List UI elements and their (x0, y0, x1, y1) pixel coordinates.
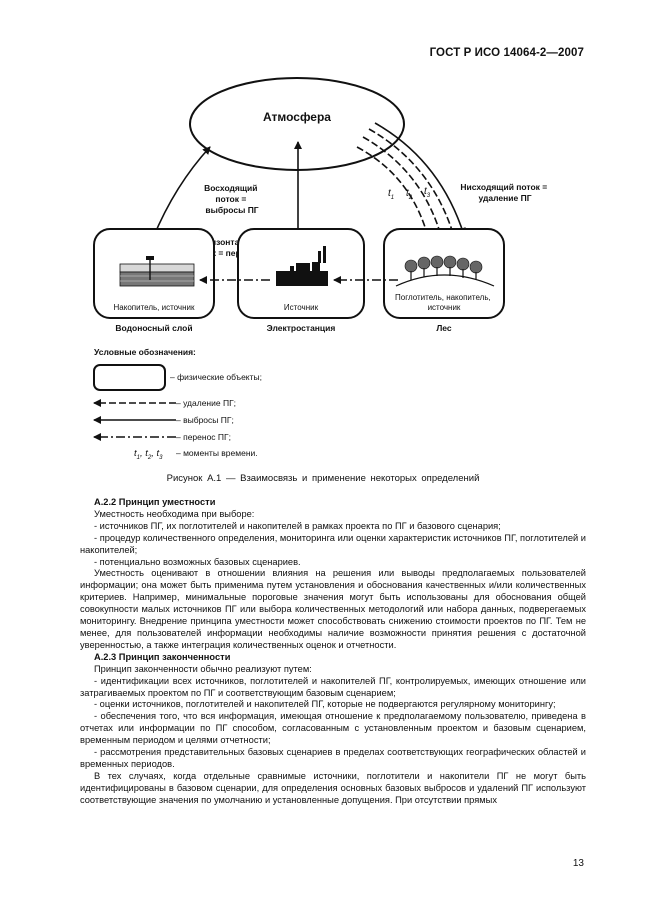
paragraph: - оценки источников, поглотителей и нако… (94, 699, 556, 710)
paragraph: Принцип законченности обычно реализуют п… (94, 663, 312, 674)
emission-arrow-left (152, 146, 211, 239)
up-flow-label: Восходящий поток = выбросы ПГ (204, 183, 260, 215)
paragraph: - потенциально возможных базовых сценари… (94, 556, 301, 567)
box-forest-label: Поглотитель, накопитель, источник (395, 293, 493, 312)
legend-removal-label: – удаление ПГ; (176, 398, 236, 408)
box-aquifer-label: Накопитель, источник (114, 303, 195, 312)
figure-diagram: Атмосфера Восходящий поток = выбросы ПГ … (93, 77, 549, 461)
box-forest (383, 228, 505, 319)
box-aquifer-caption: Водоносный слой (115, 323, 192, 333)
document-header: ГОСТ Р ИСО 14064-2—2007 (429, 47, 584, 59)
horizontal-flow-label: Горизонтальный поток = перенос ПГ (192, 237, 273, 258)
paragraph: - идентификации всех источников, поглоти… (80, 675, 586, 698)
paragraph: - источников ПГ, их поглотителей и накоп… (94, 520, 501, 531)
legend-time-symbols: t1, t2, t3 (134, 448, 163, 461)
page-number: 13 (572, 858, 584, 869)
paragraph: Уместность необходима при выборе: (94, 508, 255, 519)
section-heading: А.2.3 Принцип законченности (94, 651, 231, 662)
legend-transfer-label: – перенос ПГ; (176, 432, 231, 442)
aquifer-icon (119, 256, 195, 287)
emission-arrow-right (374, 122, 466, 236)
box-forest-caption: Лес (436, 323, 452, 333)
removal-arrow-2 (362, 136, 446, 244)
box-power-plant-caption: Электростанция (267, 323, 336, 333)
legend-emission-label: – выбросы ПГ; (176, 415, 234, 425)
section-heading: А.2.2 Принцип уместности (94, 497, 216, 507)
removal-arrow-3 (368, 128, 457, 241)
figure-caption: Рисунок А.1 — Взаимосвязь и применение н… (166, 473, 480, 484)
power-plant-icon (276, 246, 328, 286)
time-labels: t1 t2 t3 (388, 186, 431, 202)
paragraph: - рассмотрения представительных базовых … (80, 747, 586, 769)
legend-time-label: – моменты времени. (176, 448, 258, 458)
paragraph: - процедур количественного определения, … (80, 532, 586, 555)
atmosphere-ellipse (189, 77, 405, 171)
paragraph: Уместность оценивают в отношении влияния… (80, 568, 586, 650)
legend-physical-swatch (93, 364, 166, 391)
legend-title: Условные обозначения: (94, 347, 196, 357)
paragraph: - обеспечения того, что вся информация, … (80, 711, 586, 746)
legend-physical-label: – физические объекты; (170, 372, 262, 382)
down-flow-label: Нисходящий поток = удаление ПГ (460, 182, 549, 203)
paragraph: В тех случаях, когда отдельные сравнимые… (80, 770, 586, 805)
body-text: А.2.2 Принцип уместности Уместность необ… (80, 497, 586, 807)
forest-icon (395, 255, 495, 287)
atmosphere-label: Атмосфера (263, 110, 331, 124)
box-power-plant-label: Источник (284, 303, 319, 312)
